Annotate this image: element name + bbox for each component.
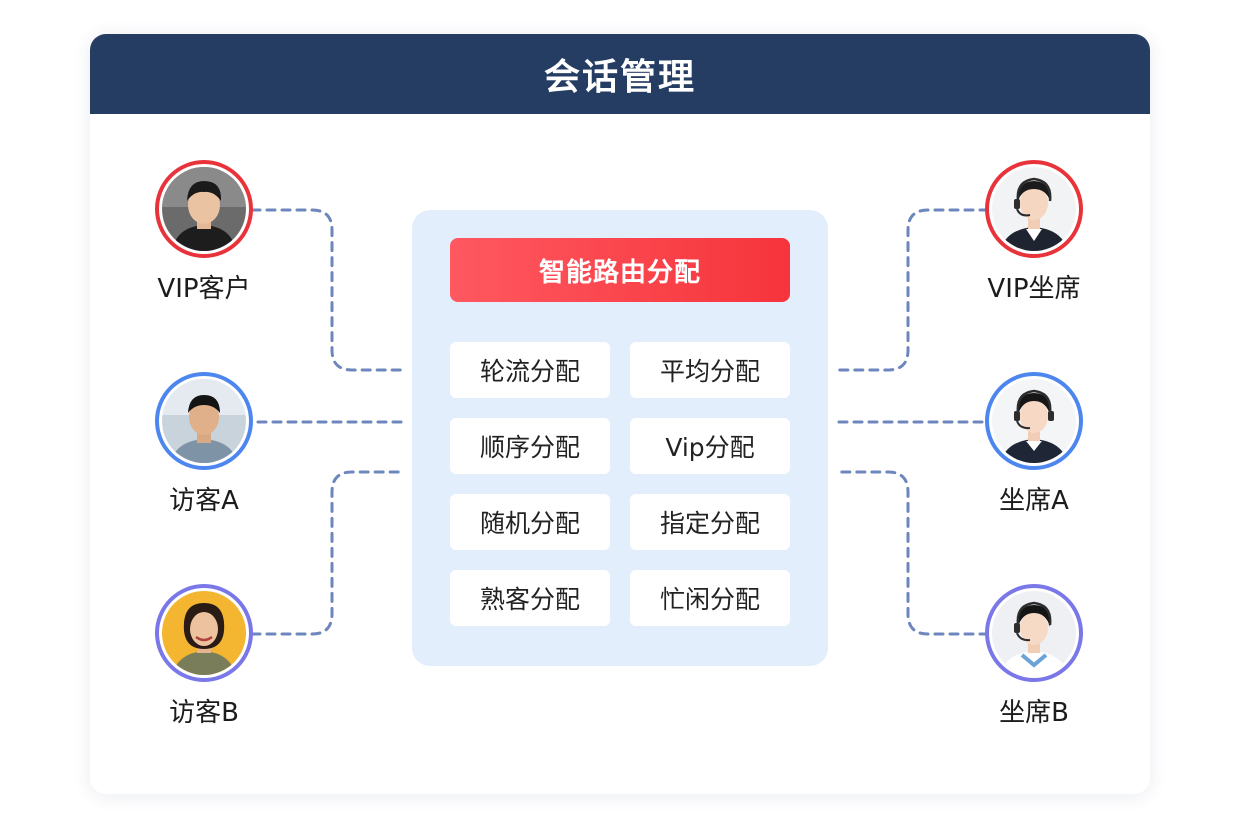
routing-hub: 智能路由分配 轮流分配 平均分配 顺序分配 Vip分配 随机分配 指定分配 熟客… [412,210,828,666]
agent-label: 坐席A [999,486,1069,516]
agent-headset-avatar-icon [992,379,1076,463]
customer-avatar-icon [162,591,246,675]
agent-headset-avatar-icon [992,167,1076,251]
avatar-ring [985,372,1083,470]
method-sequential[interactable]: 顺序分配 [450,418,610,474]
method-average[interactable]: 平均分配 [630,342,790,398]
customer-avatar-icon [162,167,246,251]
customer-label: 访客A [169,486,239,516]
connector-vip-agent [834,208,990,372]
card-title: 会话管理 [90,34,1150,114]
hub-title-button[interactable]: 智能路由分配 [450,238,790,302]
customer-label: 访客B [169,698,239,728]
vip-agent[interactable]: VIP坐席 [934,160,1134,305]
agent-label: VIP坐席 [987,274,1081,304]
connector-agent-b [834,470,990,636]
connector-visitor-b [250,470,406,636]
method-familiar-customer[interactable]: 熟客分配 [450,570,610,626]
vip-customer[interactable]: VIP客户 [104,160,304,305]
customer-avatar-icon [162,379,246,463]
agent-label: 坐席B [999,698,1069,728]
customer-label: VIP客户 [157,274,251,304]
method-random[interactable]: 随机分配 [450,494,610,550]
avatar-ring [985,584,1083,682]
avatar-ring [155,584,253,682]
connector-vip-customer [250,208,406,372]
agent-b[interactable]: 坐席B [934,584,1134,729]
method-vip[interactable]: Vip分配 [630,418,790,474]
avatar-ring [985,160,1083,258]
session-management-card: 会话管理 [90,34,1150,794]
method-round-robin[interactable]: 轮流分配 [450,342,610,398]
visitor-b[interactable]: 访客B [104,584,304,729]
method-designated[interactable]: 指定分配 [630,494,790,550]
visitor-a[interactable]: 访客A [104,372,304,517]
agent-headset-avatar-icon [992,591,1076,675]
avatar-ring [155,160,253,258]
avatar-ring [155,372,253,470]
method-busy-idle[interactable]: 忙闲分配 [630,570,790,626]
agent-a[interactable]: 坐席A [934,372,1134,517]
